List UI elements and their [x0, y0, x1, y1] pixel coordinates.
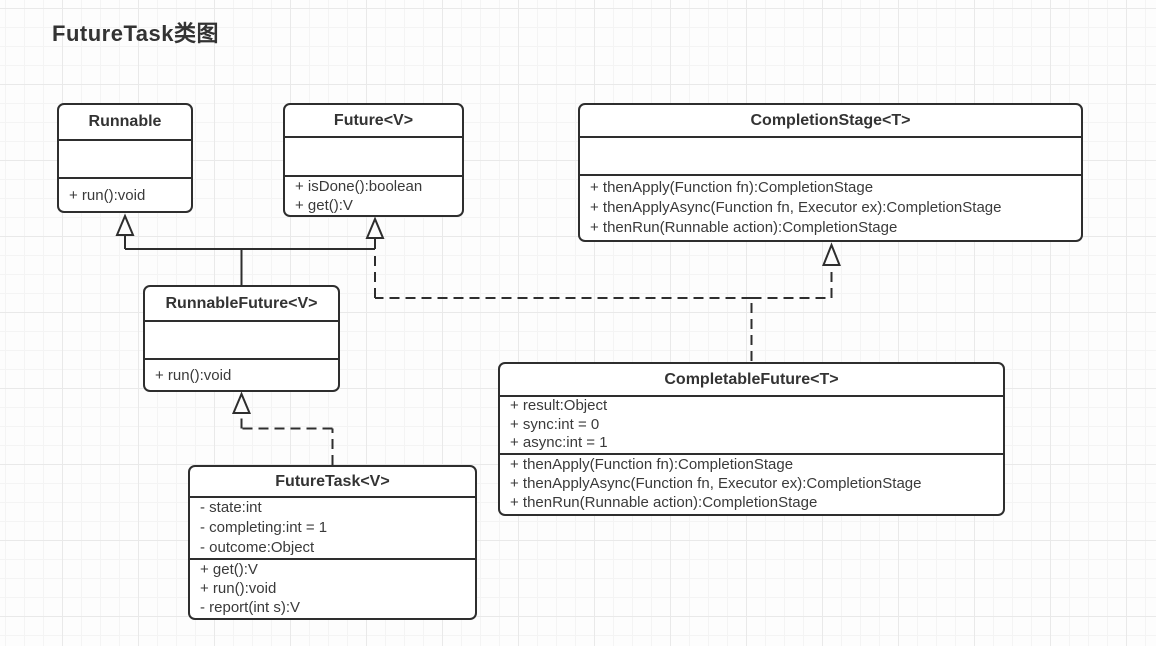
- method: + get():V: [295, 197, 353, 214]
- methods-section: + run():void: [59, 179, 191, 211]
- attributes-section: - state:int - completing:int = 1 - outco…: [190, 498, 475, 560]
- methods-section: + get():V + run():void - report(int s):V: [190, 560, 475, 618]
- method: + get():V: [200, 561, 258, 578]
- class-box-runnable-future[interactable]: RunnableFuture<V> + run():void: [143, 285, 340, 392]
- edge-runnablefuture-extends-future[interactable]: [241, 216, 385, 250]
- method: + thenApply(Function fn):CompletionStage: [510, 456, 794, 473]
- class-name: CompletionStage<T>: [580, 105, 1081, 138]
- class-name: CompletableFuture<T>: [500, 364, 1003, 397]
- attribute: - state:int: [200, 499, 262, 516]
- hollow-triangle-arrowhead: [115, 213, 135, 236]
- methods-section: + thenApply(Function fn):CompletionStage…: [500, 455, 1003, 514]
- page-title: FutureTask类图: [52, 21, 219, 46]
- class-box-future[interactable]: Future<V> + isDone():boolean + get():V: [283, 103, 464, 217]
- attribute: + async:int = 1: [510, 434, 608, 451]
- class-box-runnable[interactable]: Runnable + run():void: [57, 103, 193, 213]
- attribute: - completing:int = 1: [200, 519, 328, 536]
- hollow-triangle-arrowhead: [231, 391, 252, 414]
- attributes-section: [59, 141, 191, 179]
- hollow-triangle-arrowhead: [822, 242, 841, 266]
- method: + run():void: [200, 580, 277, 597]
- method: + thenApplyAsync(Function fn, Executor e…: [510, 475, 922, 492]
- class-box-completable-future[interactable]: CompletableFuture<T> + result:Object + s…: [498, 362, 1005, 516]
- method: + run():void: [155, 366, 232, 384]
- attribute: + sync:int = 0: [510, 415, 600, 433]
- method: + thenRun(Runnable action):CompletionSta…: [510, 494, 818, 511]
- class-name: FutureTask<V>: [190, 467, 475, 498]
- method: - report(int s):V: [200, 599, 301, 616]
- method: + thenRun(Runnable action):CompletionSta…: [590, 219, 898, 236]
- hollow-triangle-arrowhead: [365, 216, 385, 239]
- edge-completablefuture-implements-future[interactable]: [374, 250, 753, 361]
- class-box-future-task[interactable]: FutureTask<V> - state:int - completing:i…: [188, 465, 477, 620]
- edge-completablefuture-implements-completionstage[interactable]: [751, 242, 841, 299]
- methods-section: + thenApply(Function fn):CompletionStage…: [580, 176, 1081, 240]
- attribute: + result:Object: [510, 397, 608, 414]
- class-name: RunnableFuture<V>: [145, 287, 338, 322]
- edge-futuretask-implements-runnablefuture[interactable]: [231, 391, 334, 465]
- method: + isDone():boolean: [295, 178, 423, 195]
- class-box-completion-stage[interactable]: CompletionStage<T> + thenApply(Function …: [578, 103, 1083, 242]
- attributes-section: [145, 322, 338, 360]
- class-name: Future<V>: [285, 105, 462, 138]
- method: + run():void: [69, 186, 146, 204]
- class-name: Runnable: [59, 105, 191, 141]
- attributes-section: [580, 138, 1081, 176]
- attribute: - outcome:Object: [200, 539, 315, 556]
- method: + thenApplyAsync(Function fn, Executor e…: [590, 199, 1002, 216]
- methods-section: + run():void: [145, 360, 338, 390]
- method: + thenApply(Function fn):CompletionStage: [590, 179, 874, 196]
- attributes-section: [285, 138, 462, 177]
- attributes-section: + result:Object + sync:int = 0 + async:i…: [500, 397, 1003, 455]
- methods-section: + isDone():boolean + get():V: [285, 177, 462, 215]
- edge-runnablefuture-extends-runnable[interactable]: [115, 213, 243, 285]
